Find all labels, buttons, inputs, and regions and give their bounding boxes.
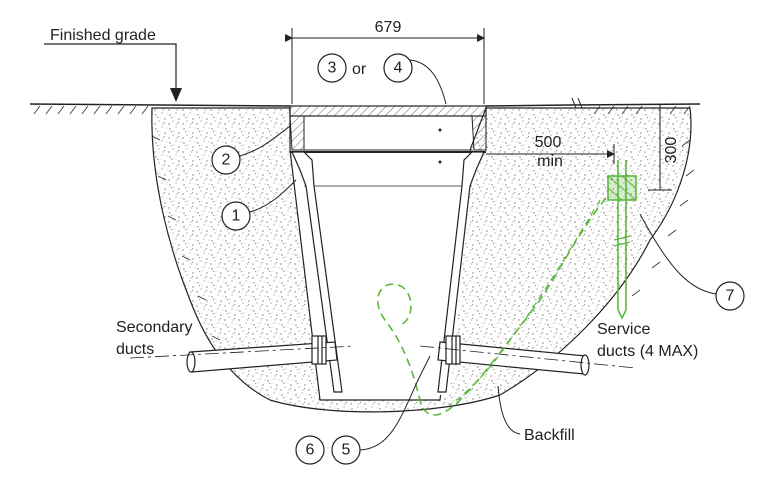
callout-2-leader bbox=[239, 125, 291, 157]
break-symbol bbox=[571, 97, 583, 109]
duct-centerline-left bbox=[129, 345, 356, 359]
backfill-leader bbox=[497, 385, 521, 435]
callout-1: 1 bbox=[221, 201, 251, 231]
pit-collar-left bbox=[289, 115, 305, 151]
duct-centerline-right bbox=[419, 345, 636, 369]
backfill-label: Backfill bbox=[524, 427, 575, 444]
callout-1-leader bbox=[249, 179, 297, 213]
secondary-duct-left bbox=[186, 335, 338, 373]
dimension-clearance-unit: min bbox=[537, 153, 563, 170]
service-ducts-label-line1: Service bbox=[597, 321, 650, 338]
finished-grade-label: Finished grade bbox=[50, 27, 156, 44]
svg-text:3: 3 bbox=[328, 60, 337, 77]
dimension-clearance bbox=[486, 144, 615, 164]
svg-text:6: 6 bbox=[306, 442, 315, 459]
fixing-point-lower bbox=[438, 160, 442, 164]
secondary-ducts-label-line2: ducts bbox=[116, 341, 154, 358]
callout-4: 4 bbox=[383, 53, 413, 83]
service-duct-route-2 bbox=[449, 199, 601, 406]
callout-5-leader bbox=[359, 355, 431, 451]
secondary-duct-right bbox=[437, 335, 590, 376]
callout-4-leader bbox=[409, 59, 447, 105]
callout-3: 3 bbox=[317, 53, 347, 83]
dimension-depth bbox=[648, 104, 672, 191]
dimension-depth-label: 300 bbox=[663, 137, 680, 164]
svg-text:1: 1 bbox=[232, 208, 241, 225]
service-duct-post bbox=[607, 160, 637, 320]
svg-text:5: 5 bbox=[342, 442, 351, 459]
service-ducts-label-line2: ducts (4 MAX) bbox=[597, 343, 698, 360]
callout-5: 5 bbox=[331, 435, 361, 465]
callout-7: 7 bbox=[715, 281, 745, 311]
backfill-region bbox=[151, 107, 692, 413]
finished-grade-arrowhead bbox=[170, 88, 182, 102]
callout-or-text: or bbox=[352, 61, 367, 78]
pit-wall-left bbox=[291, 151, 343, 393]
ground-surface bbox=[29, 103, 701, 107]
dimension-width bbox=[285, 28, 485, 104]
dimension-width-label: 679 bbox=[375, 19, 402, 36]
callout-2: 2 bbox=[211, 145, 241, 175]
pit-collar-right bbox=[471, 115, 487, 151]
pit-lid bbox=[289, 105, 487, 117]
callout-6: 6 bbox=[295, 435, 325, 465]
pit-wall-right bbox=[437, 151, 485, 393]
secondary-ducts-label-line1: Secondary bbox=[116, 319, 193, 336]
fixing-point-upper bbox=[438, 128, 442, 132]
dimension-clearance-value: 500 bbox=[535, 134, 562, 151]
svg-text:4: 4 bbox=[394, 60, 403, 77]
finished-grade-arrow bbox=[44, 43, 177, 96]
service-duct-route bbox=[376, 197, 607, 416]
svg-text:2: 2 bbox=[222, 152, 231, 169]
callout-7-leader bbox=[639, 213, 717, 295]
svg-text:7: 7 bbox=[726, 288, 735, 305]
pit-void bbox=[304, 118, 470, 395]
